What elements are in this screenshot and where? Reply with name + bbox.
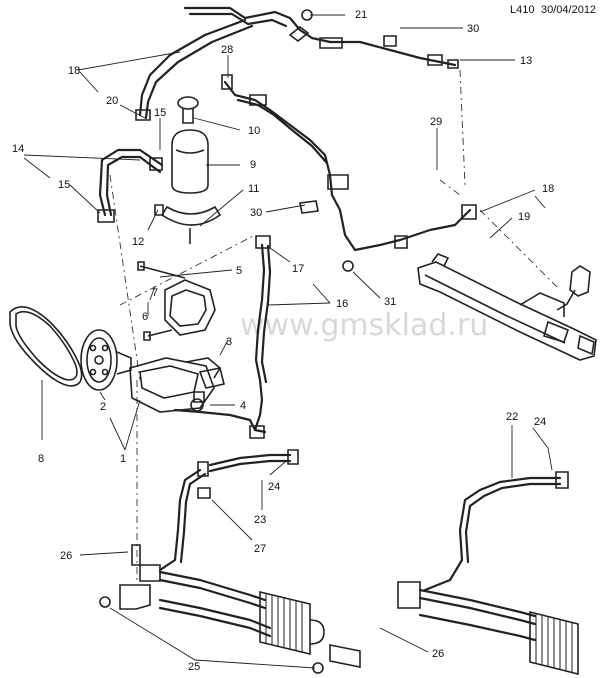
callout-20: 20 xyxy=(106,95,118,107)
return-hose-upper xyxy=(135,6,457,121)
callout-30b: 30 xyxy=(250,207,262,219)
callout-15b: 15 xyxy=(58,179,70,191)
callout-3: 3 xyxy=(226,336,232,348)
diagram-code: L410 xyxy=(510,4,535,16)
callout-24a: 24 xyxy=(534,416,546,428)
callout-6: 6 xyxy=(142,311,148,323)
diagram-date: 30/04/2012 xyxy=(541,4,597,16)
callout-18b: 18 xyxy=(542,183,554,195)
callout-5: 5 xyxy=(236,265,242,277)
assembly-lines xyxy=(109,69,561,580)
callout-24b: 24 xyxy=(268,481,280,493)
cooler-right xyxy=(397,471,579,676)
callout-29: 29 xyxy=(430,116,442,128)
pressure-hose-pump xyxy=(173,235,272,439)
steering-rack xyxy=(417,253,597,361)
callout-2: 2 xyxy=(100,401,106,413)
cooler-left xyxy=(99,449,361,674)
leader-lines xyxy=(23,14,553,669)
callout-1: 1 xyxy=(120,453,126,465)
callout-9: 9 xyxy=(250,159,256,171)
watermark: www.gmsklad.ru xyxy=(240,308,488,343)
callout-30a: 30 xyxy=(467,23,479,35)
fluid-reservoir xyxy=(154,96,222,244)
callout-26a: 26 xyxy=(60,550,72,562)
callout-26b: 26 xyxy=(432,648,444,660)
callout-28: 28 xyxy=(221,44,233,56)
callout-4: 4 xyxy=(240,400,246,412)
callout-19: 19 xyxy=(518,211,530,223)
callout-8: 8 xyxy=(38,453,44,465)
callout-27: 27 xyxy=(254,543,266,555)
callout-25: 25 xyxy=(188,661,200,673)
callout-13: 13 xyxy=(520,55,532,67)
callout-labels: 21 30 13 18 28 20 15 10 9 14 15 11 12 30… xyxy=(12,9,554,673)
callout-10: 10 xyxy=(248,125,260,137)
callout-21: 21 xyxy=(355,9,367,21)
callout-23: 23 xyxy=(254,514,266,526)
drive-belt xyxy=(9,306,83,387)
callout-16: 16 xyxy=(336,298,348,310)
callout-17: 17 xyxy=(292,263,304,275)
callout-15a: 15 xyxy=(154,107,166,119)
suction-hose xyxy=(97,148,164,223)
callout-18a: 18 xyxy=(68,65,80,77)
pump-bracket xyxy=(137,261,225,389)
callout-31: 31 xyxy=(384,296,396,308)
pipe-assembly-top-right xyxy=(288,9,459,69)
callout-12: 12 xyxy=(132,236,144,248)
callout-22: 22 xyxy=(506,411,518,423)
callout-7: 7 xyxy=(152,287,158,299)
steering-pump xyxy=(80,329,222,413)
pressure-hose-rack xyxy=(221,74,477,272)
callout-14: 14 xyxy=(12,143,24,155)
callout-11: 11 xyxy=(248,183,259,195)
